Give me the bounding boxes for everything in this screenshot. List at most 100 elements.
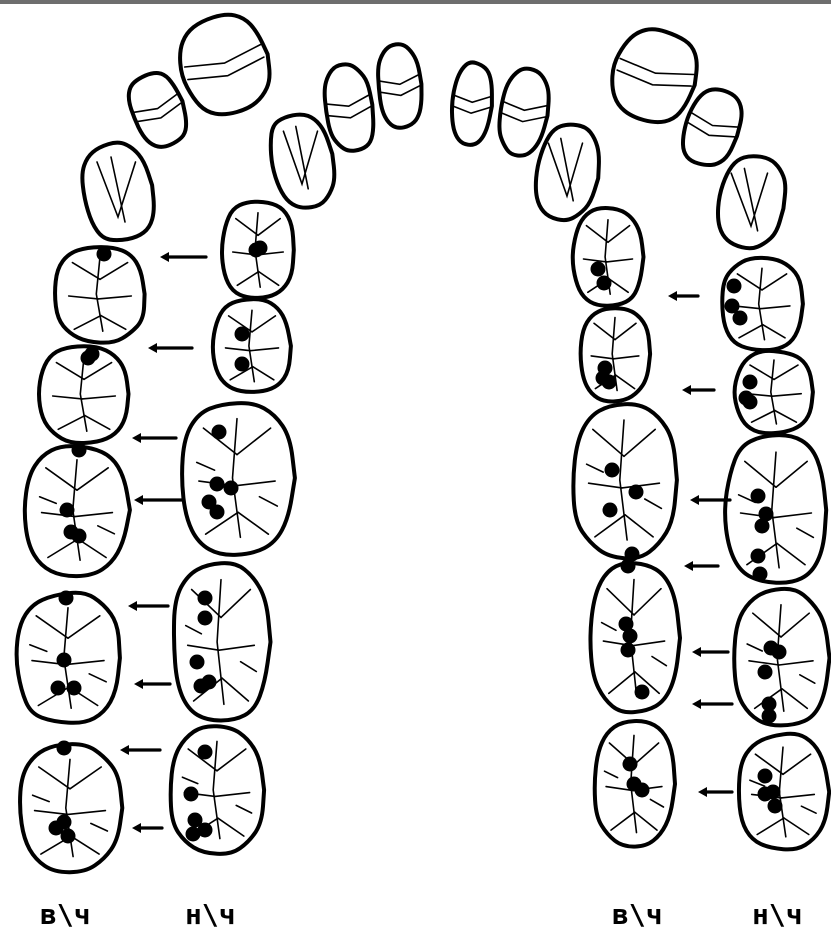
tooth-premolar: [55, 247, 145, 343]
arrow-left-icon: [132, 823, 162, 833]
contact-dot-icon: [67, 681, 82, 696]
tooth-premolar: [39, 346, 129, 443]
tooth-incisor: [683, 89, 742, 165]
contact-dot-icon: [235, 357, 250, 372]
arrow-left-icon: [692, 699, 732, 709]
contact-dot-icon: [751, 489, 766, 504]
tooth-molar: [17, 591, 120, 723]
arrow-left-icon: [132, 433, 176, 443]
arrow-head: [128, 601, 137, 611]
tooth-incisor: [325, 64, 374, 150]
contact-dot-icon: [591, 262, 606, 277]
contact-dot-icon: [753, 567, 768, 582]
contact-dot-icon: [198, 611, 213, 626]
contact-dot-icon: [597, 276, 612, 291]
label-lower-jaw-right: н\ч: [752, 898, 803, 931]
teeth-layer: [17, 15, 830, 872]
contact-dot-icon: [605, 463, 620, 478]
arrow-head: [132, 823, 141, 833]
tooth-molar: [20, 741, 122, 873]
tooth-molar: [182, 403, 295, 555]
arrow-left-icon: [684, 561, 718, 571]
contact-dot-icon: [210, 505, 225, 520]
contact-dot-icon: [751, 549, 766, 564]
tooth-premolar: [213, 299, 291, 392]
arrow-head: [120, 745, 129, 755]
arrow-head: [134, 679, 143, 689]
contact-dot-icon: [224, 481, 239, 496]
tooth-outline: [182, 403, 295, 555]
arrow-head: [148, 343, 157, 353]
tooth-outline: [180, 15, 269, 115]
contact-dot-icon: [772, 645, 787, 660]
arrow-left-icon: [134, 679, 170, 689]
arrow-left-icon: [148, 343, 192, 353]
contact-dot-icon: [596, 371, 611, 386]
contact-dot-icon: [249, 243, 264, 258]
tooth-outline: [325, 64, 374, 150]
tooth-outline: [378, 44, 421, 128]
contact-dot-icon: [198, 591, 213, 606]
tooth-canine: [536, 125, 599, 220]
tooth-outline: [612, 29, 696, 122]
contact-dot-icon: [212, 425, 227, 440]
tooth-outline: [452, 62, 492, 144]
arrow-head: [692, 699, 701, 709]
tooth-molar: [573, 404, 677, 561]
arrow-head: [132, 433, 141, 443]
contact-dot-icon: [733, 311, 748, 326]
contact-dot-icon: [184, 787, 199, 802]
label-lower-jaw-left: н\ч: [185, 898, 236, 931]
contact-dot-icon: [61, 829, 76, 844]
tooth-canine: [82, 143, 153, 241]
tooth-molar: [739, 734, 829, 850]
arrow-head: [682, 385, 691, 395]
contact-dot-icon: [72, 443, 87, 458]
tooth-incisor: [499, 69, 548, 156]
arrow-head: [692, 647, 701, 657]
tooth-canine: [271, 115, 335, 208]
contact-dot-icon: [762, 709, 777, 724]
tooth-outline: [499, 69, 548, 156]
arrow-left-icon: [128, 601, 168, 611]
contact-dot-icon: [235, 327, 250, 342]
contact-dot-icon: [635, 685, 650, 700]
contact-dot-icon: [97, 247, 112, 262]
contact-dot-icon: [59, 591, 74, 606]
contact-dot-icon: [727, 279, 742, 294]
contact-dot-icon: [758, 665, 773, 680]
contact-dot-icon: [190, 655, 205, 670]
contact-dot-icon: [635, 783, 650, 798]
tooth-outline: [739, 734, 829, 850]
arrow-head: [690, 495, 699, 505]
tooth-premolar: [735, 351, 813, 433]
contact-dot-icon: [743, 375, 758, 390]
contact-dot-icon: [51, 681, 66, 696]
contact-dot-icon: [766, 785, 781, 800]
arrow-head: [160, 252, 169, 262]
contact-dot-icon: [72, 529, 87, 544]
tooth-molar: [25, 443, 130, 577]
tooth-molar: [171, 726, 264, 854]
contact-dot-icon: [210, 477, 225, 492]
tooth-outline: [129, 73, 186, 147]
tooth-molar: [725, 435, 826, 583]
contact-dot-icon: [57, 741, 72, 756]
arrow-left-icon: [120, 745, 160, 755]
contact-dot-icon: [621, 643, 636, 658]
tooth-premolar: [222, 202, 294, 298]
contact-dot-icon: [81, 351, 96, 366]
tooth-incisor: [452, 62, 492, 144]
tooth-outline: [573, 404, 677, 558]
tooth-molar: [174, 563, 271, 720]
contact-dot-icon: [198, 745, 213, 760]
contact-dot-icon: [186, 827, 201, 842]
arrow-left-icon: [134, 495, 182, 505]
tooth-canine: [718, 156, 785, 248]
tooth-incisor: [180, 15, 269, 115]
contact-dot-icon: [194, 679, 209, 694]
contact-dot-icon: [603, 503, 618, 518]
arrow-head: [698, 787, 707, 797]
tooth-incisor: [378, 44, 421, 128]
